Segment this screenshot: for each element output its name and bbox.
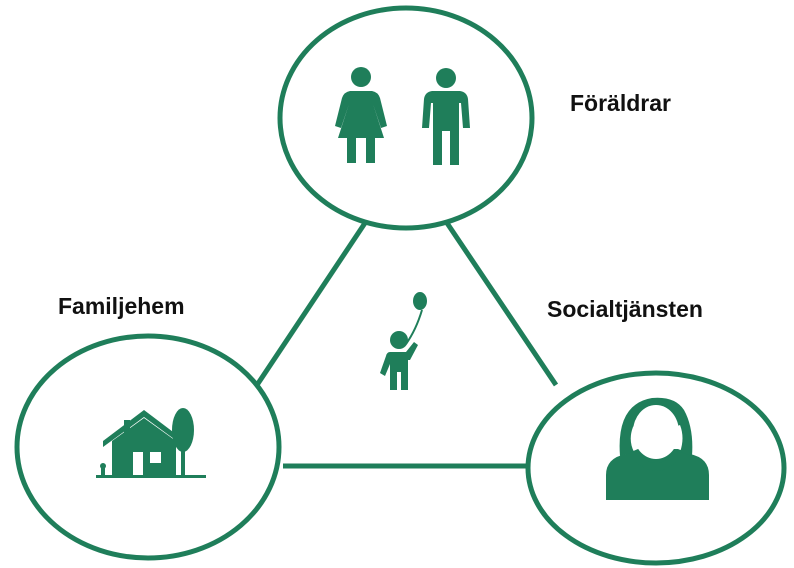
line-parents-to-fosterfamily: [254, 221, 368, 387]
house-with-tree-icon: [96, 408, 206, 478]
foster-family-label: Familjehem: [58, 293, 185, 319]
man-icon: [422, 68, 470, 165]
line-parents-to-socialservices: [444, 221, 559, 387]
triangle-lines: [254, 221, 559, 469]
social-services-label: Socialtjänsten: [547, 296, 703, 322]
woman-bust-icon: [606, 397, 709, 500]
woman-icon: [335, 67, 387, 163]
child-with-balloon-icon: [380, 292, 427, 390]
parents-circle: [277, 5, 535, 231]
parents-label: Föräldrar: [570, 90, 671, 116]
